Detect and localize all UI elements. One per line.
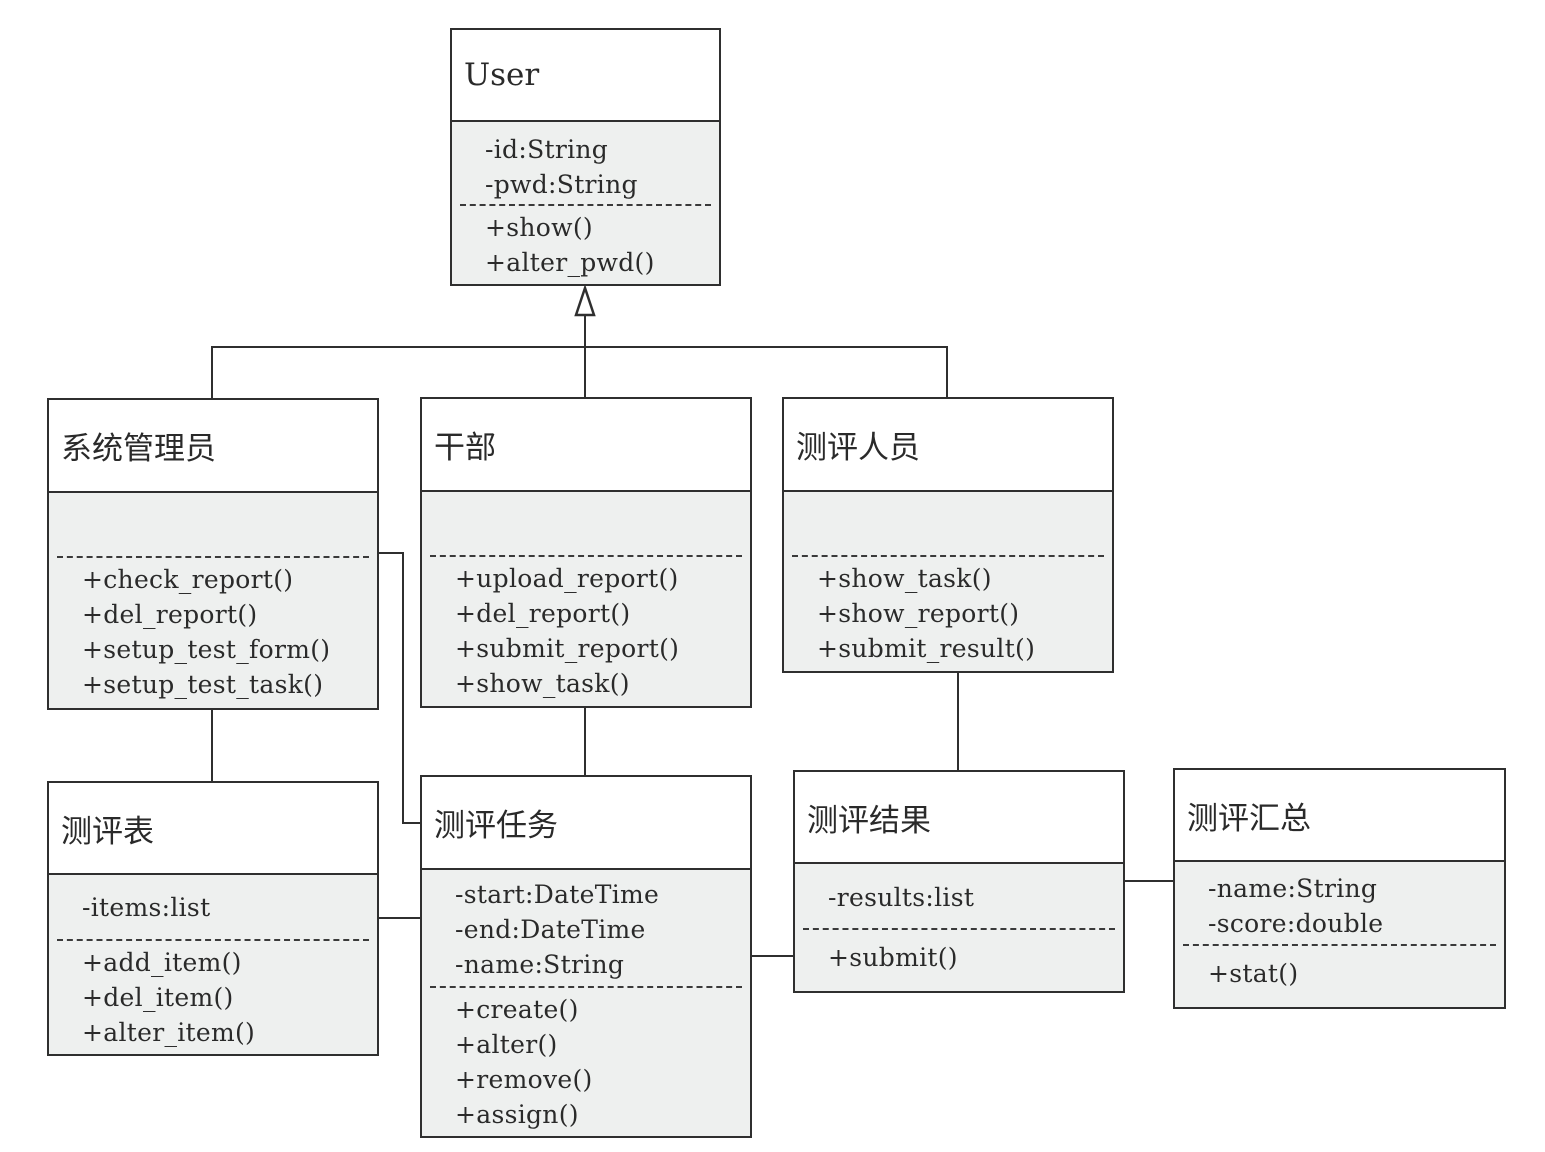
attribute: -score:double xyxy=(1208,909,1384,938)
operations-section: +check_report() +del_report() +setup_tes… xyxy=(57,556,369,702)
attribute: -name:String xyxy=(1208,874,1378,903)
operation: +alter() xyxy=(455,1030,558,1059)
attributes-section xyxy=(784,492,1112,555)
class-name: User xyxy=(452,30,719,122)
class-summary: 测评汇总 -name:String -score:double +stat() xyxy=(1173,768,1506,1009)
operations-section: +create() +alter() +remove() +assign() xyxy=(430,986,742,1132)
attributes-section: -id:String -pwd:String xyxy=(452,122,719,204)
attributes-section: -results:list xyxy=(795,864,1123,928)
generalization-arrowhead xyxy=(574,284,596,317)
operation: +remove() xyxy=(455,1065,593,1094)
operation: +stat() xyxy=(1208,959,1299,988)
operations-section: +show_task() +show_report() +submit_resu… xyxy=(792,555,1104,666)
operation: +alter_pwd() xyxy=(485,248,655,277)
attributes-section: -name:String -score:double xyxy=(1175,862,1504,944)
operation: +del_report() xyxy=(455,599,631,628)
operation: +setup_test_form() xyxy=(82,635,331,664)
class-cadre: 干部 +upload_report() +del_report() +submi… xyxy=(420,397,752,708)
class-result: 测评结果 -results:list +submit() xyxy=(793,770,1125,993)
operation: +show_report() xyxy=(817,599,1020,628)
attribute: -name:String xyxy=(455,950,625,979)
attribute: -id:String xyxy=(485,135,609,164)
attributes-section: -start:DateTime -end:DateTime -name:Stri… xyxy=(422,870,750,986)
generalization-evaluator-user xyxy=(585,346,948,398)
class-name: 测评任务 xyxy=(422,777,750,870)
operation: +del_item() xyxy=(82,983,234,1012)
attribute: -items:list xyxy=(82,893,211,922)
operation: +create() xyxy=(455,995,579,1024)
operation: +show() xyxy=(485,213,593,242)
operation: +setup_test_task() xyxy=(82,670,324,699)
class-task: 测评任务 -start:DateTime -end:DateTime -name… xyxy=(420,775,752,1138)
operation: +check_report() xyxy=(82,565,294,594)
operation: +add_item() xyxy=(82,948,242,977)
operation: +alter_item() xyxy=(82,1018,256,1047)
class-name: 测评结果 xyxy=(795,772,1123,864)
attributes-section: -items:list xyxy=(49,875,377,939)
class-evaluator: 测评人员 +show_task() +show_report() +submit… xyxy=(782,397,1114,673)
operations-section: +add_item() +del_item() +alter_item() xyxy=(57,939,369,1050)
operation: +assign() xyxy=(455,1100,579,1129)
attributes-section xyxy=(49,493,377,556)
attribute: -start:DateTime xyxy=(455,880,660,909)
operation: +show_task() xyxy=(817,564,992,593)
class-name: 系统管理员 xyxy=(49,400,377,493)
class-form: 测评表 -items:list +add_item() +del_item() … xyxy=(47,781,379,1056)
attribute: -results:list xyxy=(828,883,975,912)
operation: +submit_result() xyxy=(817,634,1036,663)
class-name: 测评人员 xyxy=(784,399,1112,492)
operation: +upload_report() xyxy=(455,564,679,593)
association-admin-task xyxy=(378,552,420,824)
operation: +submit_report() xyxy=(455,634,680,663)
class-admin: 系统管理员 +check_report() +del_report() +set… xyxy=(47,398,379,710)
operations-section: +submit() xyxy=(803,928,1115,975)
operation: +del_report() xyxy=(82,600,258,629)
attributes-section xyxy=(422,492,750,555)
class-name: 测评汇总 xyxy=(1175,770,1504,862)
operations-section: +show() +alter_pwd() xyxy=(460,204,711,280)
class-user: User -id:String -pwd:String +show() +alt… xyxy=(450,28,721,286)
class-name: 测评表 xyxy=(49,783,377,875)
attribute: -pwd:String xyxy=(485,170,638,199)
operations-section: +stat() xyxy=(1183,944,1496,991)
attribute: -end:DateTime xyxy=(455,915,646,944)
operation: +show_task() xyxy=(455,669,630,698)
generalization-admin-user xyxy=(211,346,585,398)
operations-section: +upload_report() +del_report() +submit_r… xyxy=(430,555,742,701)
operation: +submit() xyxy=(828,943,958,972)
class-name: 干部 xyxy=(422,399,750,492)
